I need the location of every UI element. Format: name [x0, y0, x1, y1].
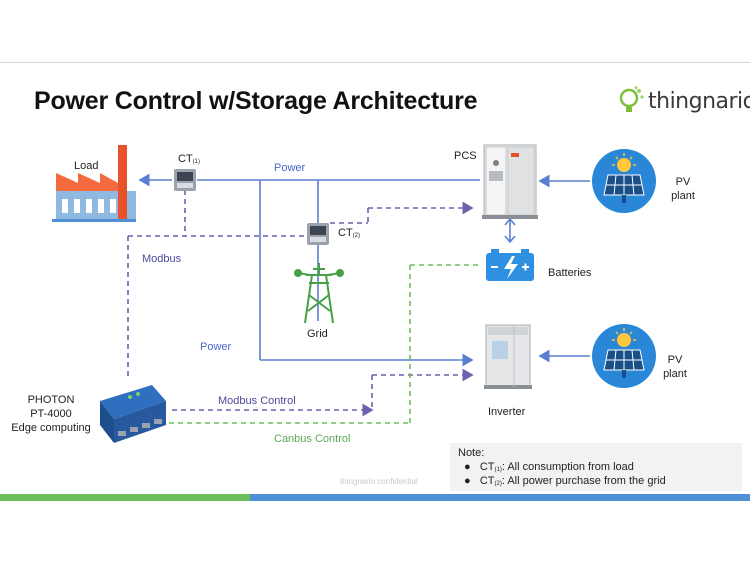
page-title: Power Control w/Storage Architecture: [34, 87, 478, 115]
modbus-label: Modbus: [142, 253, 182, 265]
ct1-meter-icon: [174, 169, 196, 191]
canbus-lines: [160, 264, 480, 424]
photon-device-icon: [100, 385, 166, 443]
logo-text: thingnario: [648, 88, 750, 114]
inverter-label: Inverter: [488, 406, 526, 418]
power-left-label: Power: [200, 341, 232, 353]
note-item-label: CT: [479, 461, 495, 473]
pv1-label-line2: plant: [671, 190, 695, 202]
ct2-label: CT(2): [338, 226, 360, 242]
pv2-label-line2: plant: [663, 368, 687, 380]
pcs-cabinet-icon: [482, 144, 538, 219]
photon-label-line2: PT-4000: [30, 408, 72, 420]
power-top-label: Power: [274, 162, 306, 174]
modbus-lines: [127, 190, 474, 417]
load-label: Load: [74, 160, 99, 172]
note-item: ● CT(2): All power purchase from the gri…: [464, 475, 666, 487]
note-item-label: CT: [479, 475, 495, 487]
bulb-network-icon: [619, 86, 644, 112]
ct1-label: CT(1): [178, 152, 200, 168]
canbus-control-label: Canbus Control: [274, 433, 351, 445]
pv2-label-line1: PV: [667, 354, 683, 366]
logo: thingnario: [618, 85, 750, 117]
footer-bar-blue: [250, 494, 750, 501]
slide: Power Control w/Storage Architecture thi…: [0, 62, 750, 503]
ct2-text: CT: [338, 227, 353, 239]
ct2-sub: (2): [352, 233, 361, 239]
pv1-label-line1: PV: [675, 176, 691, 188]
note-item-sub: (1): [494, 467, 502, 473]
note-item-text: : All power purchase from the grid: [501, 475, 666, 487]
note-item-text: : All consumption from load: [501, 461, 634, 473]
modbus-control-label: Modbus Control: [218, 395, 296, 407]
factory-icon: [52, 145, 136, 222]
architecture-diagram: [52, 144, 656, 443]
photon-label-line1: PHOTON: [27, 394, 75, 406]
note-heading: Note:: [458, 447, 485, 459]
note-item-sub: (2): [494, 481, 502, 487]
note-box: Note: ● CT(1): All consumption from load…: [450, 443, 742, 491]
battery-icon: [486, 249, 534, 281]
pv-plant-icon: [592, 324, 656, 388]
ct1-text: CT: [178, 153, 193, 165]
footer-bar-green: [0, 494, 250, 501]
pcs-label: PCS: [454, 150, 477, 162]
transmission-tower-icon: [294, 263, 344, 324]
pv-plant-icon: [592, 149, 656, 213]
inverter-icon: [484, 324, 532, 389]
grid-label: Grid: [307, 328, 328, 340]
note-item: ● CT(1): All consumption from load: [464, 461, 634, 473]
ct2-meter-icon: [307, 223, 329, 245]
pv2-label: PV plant: [660, 353, 690, 381]
ct1-sub: (1): [192, 159, 201, 165]
photon-label-line3: Edge computing: [11, 422, 91, 434]
confidential-footer: thingnario confidential: [340, 477, 418, 486]
batteries-label: Batteries: [548, 267, 592, 279]
photon-label: PHOTON PT-4000 Edge computing: [6, 393, 96, 435]
pv1-label: PV plant: [668, 175, 698, 203]
